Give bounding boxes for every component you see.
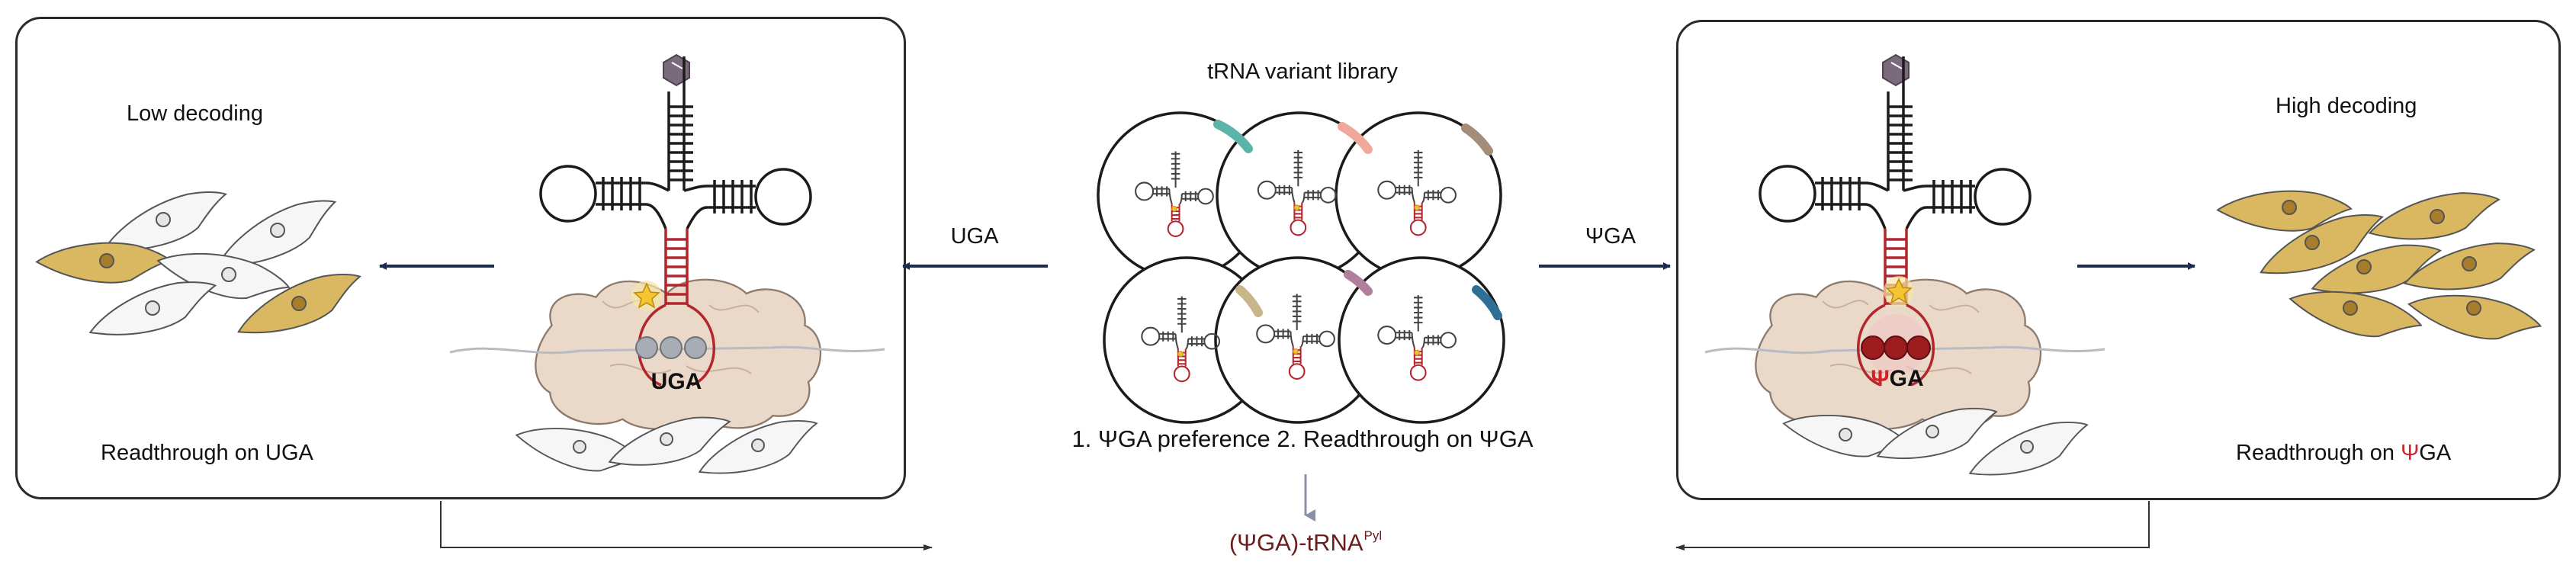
right-arrow-label: ΨGA — [1585, 224, 1636, 249]
product-main: (ΨGA)-tRNA — [1229, 529, 1363, 556]
right-codon-psi: Ψ — [1871, 366, 1890, 391]
right-codon-balls — [1861, 314, 1931, 375]
left-ribosome — [535, 278, 822, 430]
right-cells-panel — [2215, 176, 2545, 359]
right-codon-rest: GA — [1889, 366, 1924, 391]
right-top-label: High decoding — [2276, 94, 2417, 118]
star-icon-left — [631, 281, 662, 311]
connector-right-to-product — [1675, 501, 2150, 551]
product-label: (ΨGA)-tRNAPyl — [1229, 529, 1382, 554]
right-bottom-label: Readthrough on ΨGA — [2236, 442, 2451, 464]
right-bottom-psi: Ψ — [2401, 441, 2420, 465]
left-codon-label: UGA — [650, 369, 702, 394]
left-arrow-label: UGA — [950, 224, 999, 249]
amino-acid-hexagon-icon-right — [1882, 53, 1910, 87]
right-bottom-suffix: GA — [2419, 441, 2452, 465]
star-icon-right — [1884, 276, 1914, 307]
right-cells-bottom — [1780, 393, 2095, 483]
right-ribosome — [1755, 278, 2042, 430]
library-tags — [1213, 120, 1502, 320]
amino-acid-hexagon-icon-left — [663, 53, 690, 87]
left-codon-balls — [635, 336, 707, 359]
left-cells-panel — [34, 184, 369, 343]
selection-criteria: 1. ΨGA preference 2. Readthrough on ΨGA — [1071, 425, 1534, 452]
left-bottom-label: Readthrough on UGA — [101, 441, 313, 465]
library-title: tRNA variant library — [1207, 59, 1398, 84]
right-trna-group — [1704, 53, 2105, 430]
left-top-label: Low decoding — [127, 101, 263, 126]
right-codon-label: ΨGA — [1871, 368, 1923, 390]
connector-left-to-product — [440, 501, 933, 551]
left-cells-bottom — [512, 404, 824, 491]
left-trna-group — [449, 53, 885, 430]
product-superscript: Pyl — [1363, 528, 1383, 543]
trna-library — [1097, 111, 1505, 424]
right-bottom-prefix: Readthrough on — [2236, 441, 2401, 465]
